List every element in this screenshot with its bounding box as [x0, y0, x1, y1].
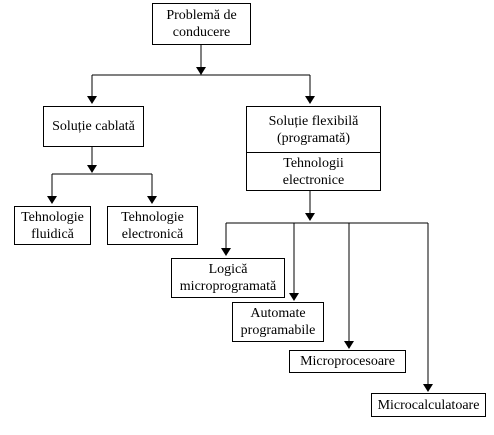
node-flexible: Soluție flexibilă (programată) Tehnologi…: [246, 106, 381, 191]
node-microprocessors-line-1: Microprocesoare: [300, 354, 395, 369]
node-fluidic-line-1: Tehnologie: [21, 209, 84, 225]
node-electronic: Tehnologie electronică: [107, 206, 198, 245]
node-microprocessors: Microprocesoare: [289, 350, 406, 373]
node-fluidic-line-2: fluidică: [31, 226, 74, 242]
node-electronic-tech: Tehnologii electronice: [247, 153, 380, 190]
node-plc-line-1: Automate: [250, 306, 306, 321]
node-wired: Soluție cablată: [43, 106, 144, 147]
node-microprog-logic-line-2: microprogramată: [179, 279, 277, 294]
node-flexible-line-1: Soluție flexibilă: [268, 113, 359, 129]
node-plc-line-2: programabile: [240, 323, 316, 338]
node-wired-line-1: Soluție cablată: [52, 119, 135, 134]
node-microcomputers: Microcalculatoare: [371, 393, 486, 417]
node-microprog-logic-line-1: Logică: [208, 262, 248, 277]
node-electronic-tech-line-2: electronice: [282, 172, 345, 188]
node-problem-line-1: Problemă de: [166, 8, 237, 23]
node-microprog-logic: Logică microprogramată: [171, 258, 285, 298]
node-problem-line-2: conducere: [172, 25, 231, 40]
node-problem: Problemă de conducere: [152, 3, 251, 45]
node-microcomputers-line-1: Microcalculatoare: [377, 397, 480, 413]
node-electronic-line-2: electronică: [121, 226, 184, 242]
node-flexible-header: Soluție flexibilă (programată): [247, 107, 380, 153]
node-electronic-line-1: Tehnologie: [121, 209, 184, 225]
node-flexible-line-2: (programată): [276, 130, 351, 146]
node-plc: Automate programabile: [232, 302, 324, 342]
node-fluidic: Tehnologie fluidică: [14, 206, 91, 245]
edge-wired-fluidic: [52, 173, 152, 203]
node-electronic-tech-line-1: Tehnologii: [283, 155, 344, 171]
